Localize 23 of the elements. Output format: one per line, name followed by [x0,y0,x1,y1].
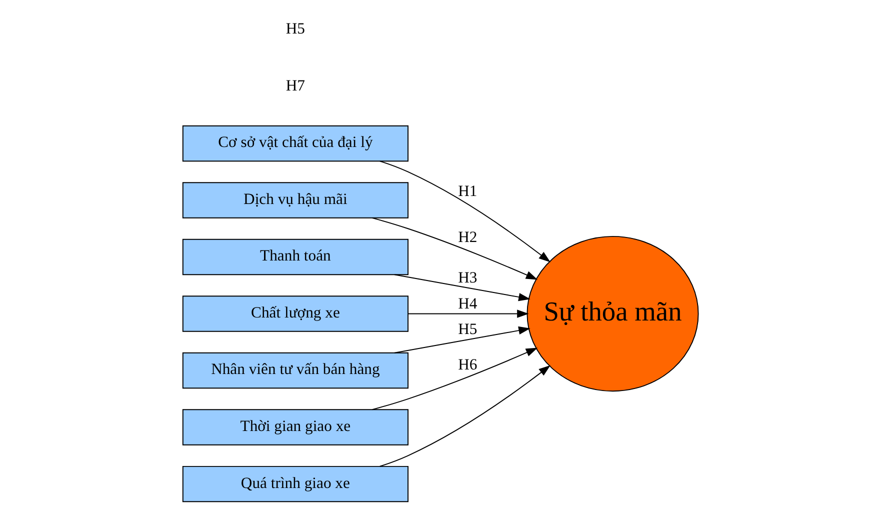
arrow [372,348,538,410]
node-box: Thanh toán [182,238,408,276]
label: H7 [286,77,306,94]
arrow [379,160,550,262]
label: H5 [286,20,306,38]
edge-label: H2 [458,229,478,246]
edge-label: H4 [458,296,478,313]
arrow [394,326,530,354]
arrow [408,310,529,318]
node-box: Quá trình giao xe [182,466,408,502]
node-box: Thời gian giao xe [182,409,408,446]
node-box: Chất lượng xe [182,296,408,332]
edge-label: H1 [458,183,478,200]
arrow [379,365,550,467]
arrow [372,217,538,280]
edge-label: H3 [458,269,478,286]
node-circle: Sự thỏa mãn [526,236,699,392]
arrow [394,274,530,302]
edge-label: H5 [458,321,478,338]
node-box: Dịch vụ hậu mãi [182,182,408,218]
edge-label: H6 [458,356,478,374]
node-box: Cơ sở vật chất của đại lý [182,125,408,162]
node-box: Nhân viên tư vấn bán hàng [182,352,408,389]
